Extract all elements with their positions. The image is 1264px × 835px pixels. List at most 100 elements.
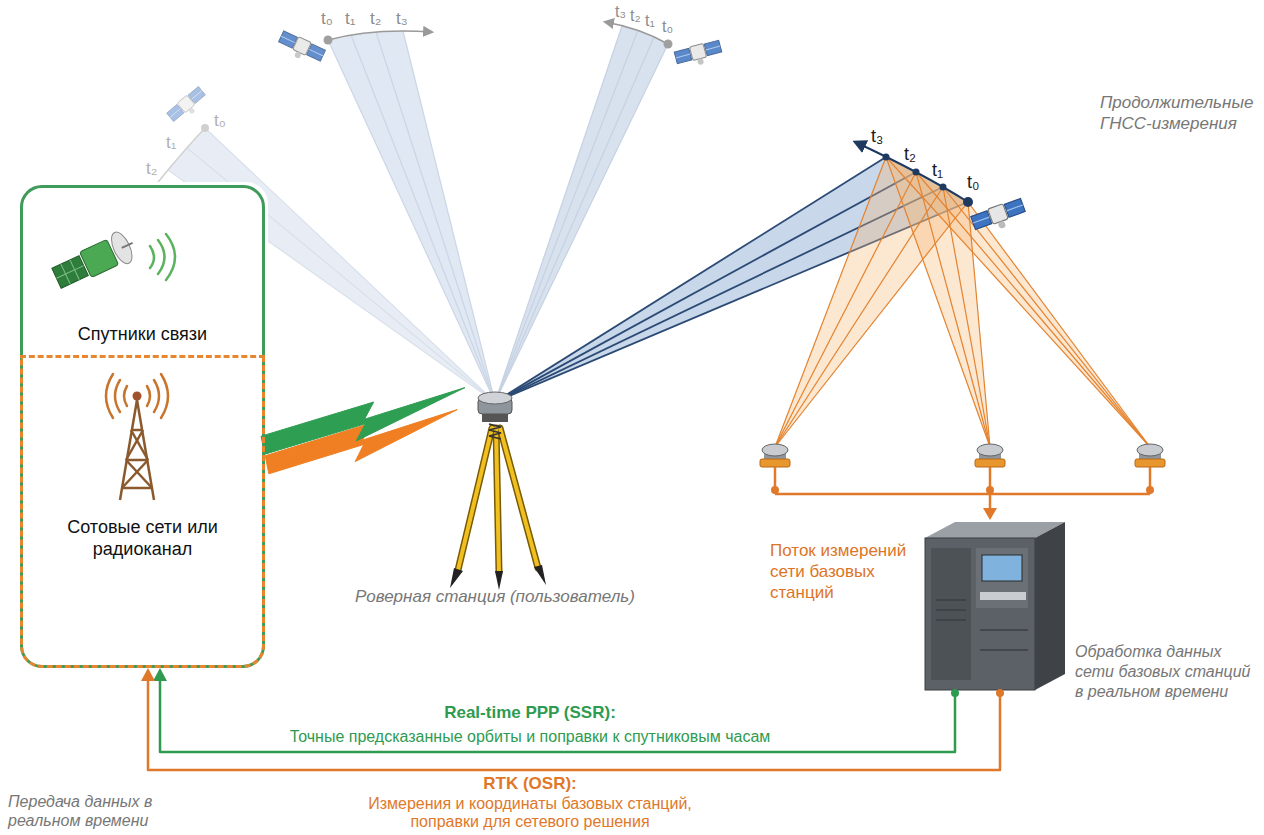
epoch-label: t₁	[932, 160, 943, 181]
vents	[936, 600, 1028, 650]
wave	[124, 386, 127, 406]
epoch-label: t₀	[967, 172, 979, 193]
satellite-rays	[328, 31, 495, 402]
wave	[106, 374, 113, 418]
cell-tower	[120, 400, 154, 500]
comm-box: Спутники связиСотовые сети или радиокана…	[20, 185, 265, 668]
gnss-satellite	[970, 197, 1028, 237]
solar-panel	[52, 256, 88, 289]
ray	[351, 35, 495, 402]
tripod-foot	[534, 565, 546, 585]
tower-top	[133, 392, 142, 401]
connector-dot	[951, 689, 959, 697]
panel-grid	[56, 266, 83, 279]
lightning-bolt	[261, 388, 465, 455]
note-text: Передача данных в реальном времени	[8, 792, 208, 830]
tribrach	[482, 414, 508, 422]
tripod-leg	[496, 428, 499, 572]
vent	[936, 609, 966, 611]
pillar	[975, 459, 1005, 467]
tower-brace	[126, 460, 152, 488]
ray	[916, 172, 1150, 447]
ssr-title: Real-time PPP (SSR):	[444, 703, 616, 723]
tripod-legs	[458, 428, 538, 572]
dish-feed	[122, 243, 133, 248]
epoch-dot	[883, 154, 890, 161]
antenna-dome	[977, 444, 1003, 456]
tripod	[450, 392, 546, 590]
tripod-leg	[500, 428, 538, 568]
epoch-label: t₃	[396, 8, 408, 29]
server-node: Обработка данных сети базовых станций в …	[925, 520, 1065, 690]
vent	[980, 629, 1028, 631]
connector	[261, 388, 465, 474]
ray	[495, 37, 654, 402]
tripod-leg	[458, 428, 492, 570]
comm-satellite	[49, 227, 139, 293]
epoch-label: t₂	[630, 6, 641, 25]
tripod-leg	[458, 428, 492, 570]
wave	[147, 386, 150, 406]
ray	[943, 187, 1150, 447]
tripod-legs-outline	[458, 428, 538, 572]
keyboard	[980, 592, 1026, 600]
tripod-foot	[450, 568, 463, 588]
epoch-dot	[940, 184, 947, 191]
ray	[775, 157, 886, 447]
dish	[107, 229, 136, 267]
epoch-label: t₁	[645, 11, 655, 30]
wave	[115, 380, 120, 412]
note-text: Продолжительные ГНСС-измерения	[1100, 92, 1258, 134]
ray	[968, 202, 990, 447]
ssr-description: Точные предсказанные орбиты и поправки к…	[290, 727, 771, 746]
ray	[968, 202, 1150, 447]
server-cabinet	[925, 522, 1065, 690]
pillar	[1135, 459, 1165, 467]
wave	[154, 380, 159, 412]
wave	[166, 234, 175, 280]
epoch-label: t₁	[166, 132, 176, 153]
base-station	[760, 444, 790, 494]
ray	[376, 32, 495, 402]
epoch-label: t₀	[662, 17, 673, 36]
monitor	[982, 555, 1022, 581]
tower-brace	[126, 430, 143, 460]
ray	[886, 157, 1150, 447]
vent	[980, 649, 1028, 651]
epoch-dot	[201, 124, 209, 132]
node-text: Спутники связи	[23, 323, 262, 345]
base-stations	[760, 444, 1165, 520]
osr-description: Измерения и координаты базовых станций, …	[355, 795, 705, 831]
cabinet-side	[1035, 522, 1065, 690]
tower-leg	[120, 400, 137, 500]
node-text: Сотовые сети или радиоканал	[23, 516, 262, 560]
connector	[153, 668, 959, 752]
base-rays	[775, 157, 1150, 447]
antenna-dome	[1137, 444, 1163, 456]
osr-title: RTK (OSR):	[483, 774, 576, 794]
ray	[328, 40, 495, 402]
radio-waves	[106, 374, 168, 418]
epoch-label: t₂	[370, 8, 381, 29]
base-station	[975, 444, 1005, 494]
ray-fan	[328, 31, 495, 402]
tower-bar	[122, 487, 152, 490]
gnss-satellite	[166, 86, 209, 126]
tripod-spring	[489, 424, 501, 439]
tower-bar	[126, 459, 148, 462]
gnss-satellite	[674, 39, 724, 70]
link-box: Сотовые сети или радиоканал	[20, 355, 265, 668]
epoch-label: t₃	[871, 126, 883, 147]
ray	[775, 202, 968, 447]
epoch-dot	[664, 40, 673, 49]
epoch-label: t₂	[146, 158, 157, 179]
data-wire	[989, 494, 992, 510]
wave	[158, 240, 165, 274]
wave	[161, 374, 168, 418]
arrow-head	[141, 668, 155, 681]
cabinet-front	[925, 538, 1035, 690]
